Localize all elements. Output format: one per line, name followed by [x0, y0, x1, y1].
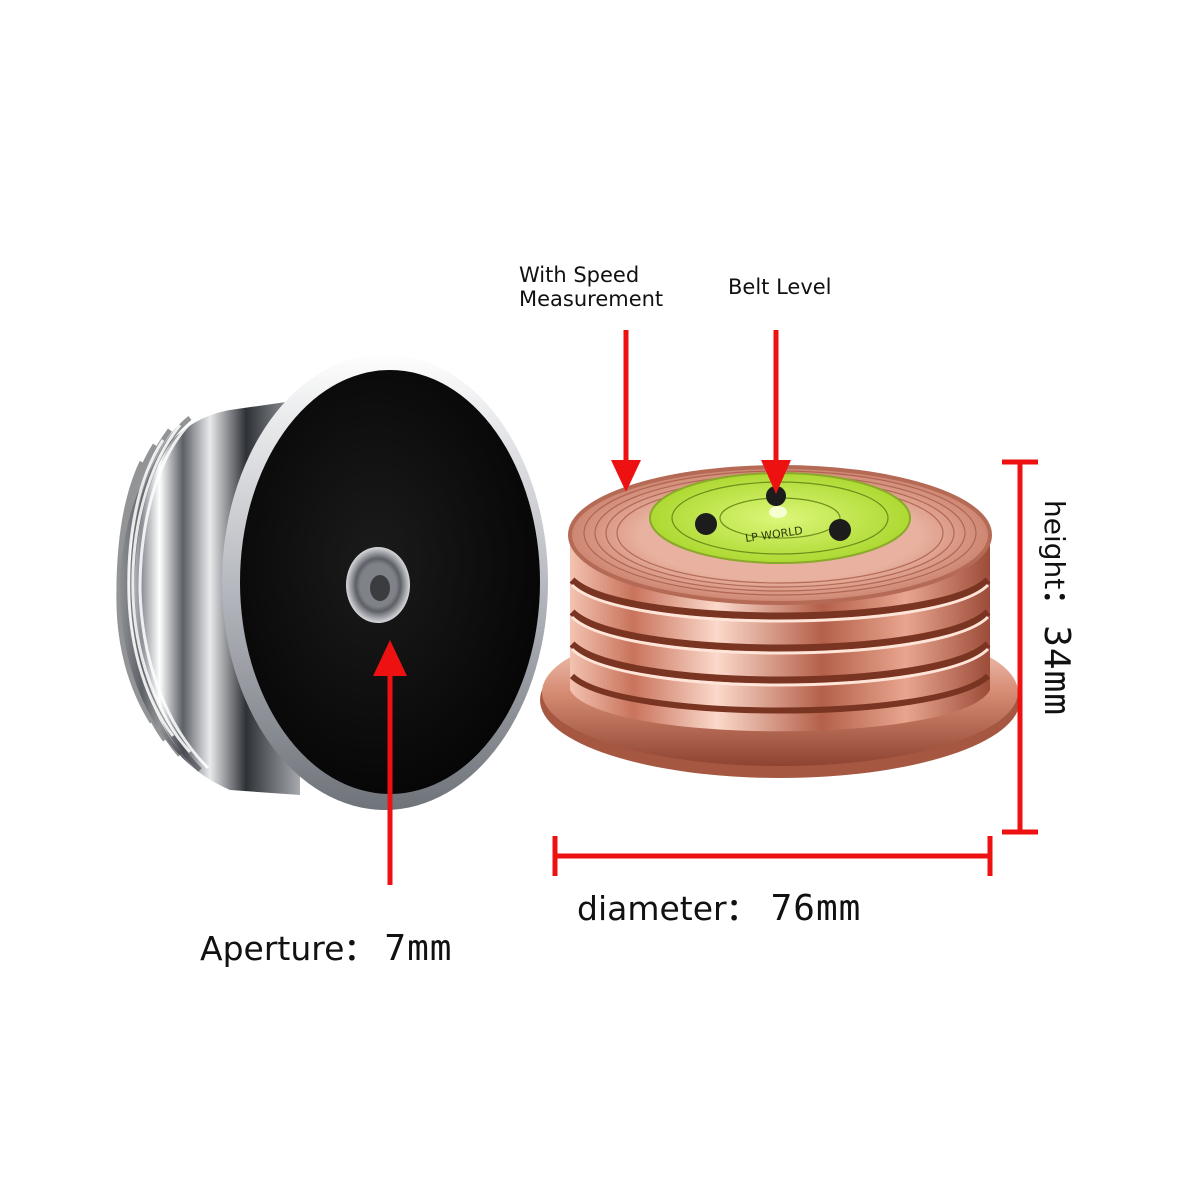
aperture-dimension: Aperture： 7mm [200, 925, 452, 969]
aperture-arrow-head [373, 640, 407, 676]
speed-callout-line2: Measurement [519, 287, 664, 311]
diameter-sep: ： [726, 893, 757, 928]
height-value: 34mm [1036, 625, 1077, 716]
silver-clamp [116, 354, 548, 810]
copper-grooves [569, 577, 991, 714]
speed-measurement-callout: With Speed Measurement [519, 263, 663, 311]
diameter-value: 76mm [770, 888, 862, 929]
height-sep: ： [1037, 589, 1072, 620]
speed-callout-line1: With Speed [519, 263, 640, 287]
speed-arrow-head [611, 460, 641, 492]
aperture-label: Aperture [200, 929, 345, 968]
diameter-label: diameter [577, 889, 727, 928]
copper-clamp: LP WORLD [540, 465, 1020, 778]
height-label: height [1038, 500, 1071, 590]
level-arrow-head [761, 460, 791, 494]
aperture-value: 7mm [384, 928, 453, 969]
annotation-arrows [373, 330, 1038, 885]
height-dimension: height： 34mm [1036, 500, 1080, 716]
diameter-dimension: diameter： 76mm [577, 885, 861, 929]
bubble-level: LP WORLD [649, 472, 911, 564]
aperture-hole [346, 547, 410, 623]
belt-level-callout: Belt Level [728, 275, 832, 299]
aperture-sep: ： [344, 933, 375, 968]
